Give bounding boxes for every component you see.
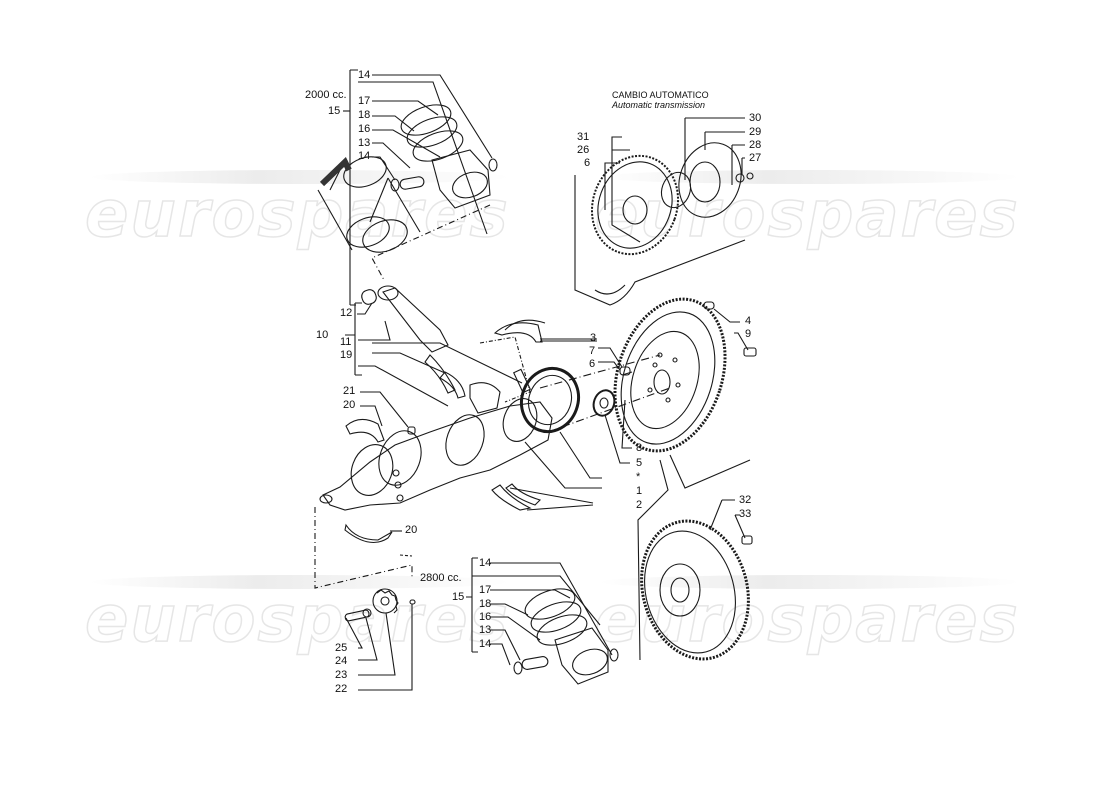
callout-12: 12 [340,307,353,319]
watermark-swoosh [90,170,510,184]
callout-15-bottom: 15 [452,591,465,603]
top-piston-group-art [317,69,498,306]
callout-25: 25 [335,642,348,654]
auto-transmission-art [574,117,754,306]
callout-7: 7 [589,345,596,357]
auto-transmission-subtitle: Automatic transmission [612,100,706,110]
callout-21: 21 [343,385,356,397]
callout-13: 13 [358,137,371,149]
callout-27: 27 [749,152,762,164]
callout-28: 28 [749,139,762,151]
callout-10: 10 [316,329,329,341]
watermark-text: eurospares [594,582,1020,658]
cylinder-liner-icon [317,156,421,253]
watermark-swoosh [90,575,510,589]
callout-5: 5 [636,457,643,469]
callout-16: 16 [358,123,371,135]
callout-asterisk: * [636,471,641,483]
callout-14b-bottom: 14 [479,638,492,650]
callout-23: 23 [335,669,348,681]
torque-converter-art [640,499,753,661]
callout-6: 6 [589,358,596,370]
connecting-rod-art [345,285,532,414]
timing-gear-art [344,588,416,691]
callout-18-bottom: 18 [479,598,492,610]
callout-9: 9 [745,328,752,340]
callout-2: 2 [636,499,643,511]
callout-18: 18 [358,109,371,121]
callout-24: 24 [335,655,348,667]
callout-20: 20 [343,399,356,411]
callout-20b: 20 [405,524,418,536]
callout-1: 1 [636,485,643,497]
variant-2000cc-label: 2000 cc. [305,89,347,101]
callout-16-bottom: 16 [479,611,492,623]
callout-22: 22 [335,683,348,695]
callout-30: 30 [749,112,762,124]
watermark-text: eurospares [84,582,510,658]
callout-14b: 14 [358,150,371,162]
callout-3: 3 [590,332,597,344]
callout-14-bottom: 14 [479,557,492,569]
callout-14: 14 [358,69,371,81]
callout-8: 8 [636,442,643,454]
watermark-text: eurospares [594,177,1020,253]
flywheel-art [613,297,757,661]
callout-26: 26 [577,144,590,156]
watermark-swoosh [600,170,1020,184]
watermark-swoosh [600,575,1020,589]
callout-15: 15 [328,105,341,117]
callout-6-auto: 6 [584,157,591,169]
auto-transmission-title: CAMBIO AUTOMATICO [612,90,709,100]
watermark-text: eurospares [84,177,510,253]
bottom-piston-group-art [466,557,619,685]
callout-11: 11 [340,336,352,348]
callout-17-bottom: 17 [479,584,492,596]
callout-33: 33 [739,508,752,520]
callout-19: 19 [340,349,353,361]
callout-13-bottom: 13 [479,624,492,636]
callout-31: 31 [577,131,590,143]
callout-32: 32 [739,494,752,506]
variant-2800cc-label: 2800 cc. [420,572,462,584]
crankshaft-art [314,391,602,589]
seals-bearings-art [491,319,671,511]
callout-29: 29 [749,126,762,138]
callout-4: 4 [745,315,752,327]
callout-17: 17 [358,95,371,107]
